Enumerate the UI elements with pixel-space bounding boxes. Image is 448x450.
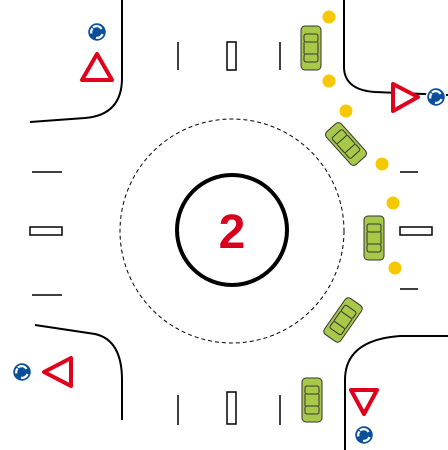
curb-top-right bbox=[343, 0, 448, 96]
curb-bottom-right bbox=[344, 335, 448, 450]
curb-top-left bbox=[29, 0, 123, 123]
car-circling-upper bbox=[323, 120, 369, 168]
sign-bottom-right bbox=[349, 388, 379, 446]
indicator-light bbox=[375, 157, 389, 171]
yield-icon bbox=[42, 356, 73, 388]
lane-markings bbox=[29, 41, 433, 425]
roundabout-outer-dashed bbox=[119, 118, 345, 344]
indicator-light bbox=[339, 104, 353, 118]
indicator-light bbox=[322, 10, 336, 24]
sign-right-upper bbox=[391, 82, 447, 113]
indicator-light bbox=[386, 196, 400, 210]
car-top-entering bbox=[300, 25, 322, 71]
road-curbs bbox=[29, 0, 448, 450]
roundabout-icon bbox=[86, 21, 108, 43]
yield-icon bbox=[349, 388, 379, 416]
sign-left-lower bbox=[11, 356, 73, 388]
roundabout-number: 2 bbox=[219, 206, 246, 259]
roundabout-icon bbox=[353, 424, 375, 446]
roundabout-icon bbox=[11, 361, 33, 383]
car-bottom-exiting bbox=[301, 377, 323, 423]
roundabout-island bbox=[175, 173, 289, 287]
car-circling-right bbox=[363, 215, 385, 261]
curb-bottom-left bbox=[34, 324, 123, 420]
yield-icon bbox=[391, 82, 420, 113]
roundabout-icon bbox=[425, 86, 447, 108]
sign-top-left bbox=[80, 21, 114, 82]
indicator-light bbox=[388, 261, 402, 275]
yield-icon bbox=[80, 52, 114, 82]
indicator-light bbox=[322, 74, 336, 88]
car-circling-lower bbox=[321, 295, 365, 345]
